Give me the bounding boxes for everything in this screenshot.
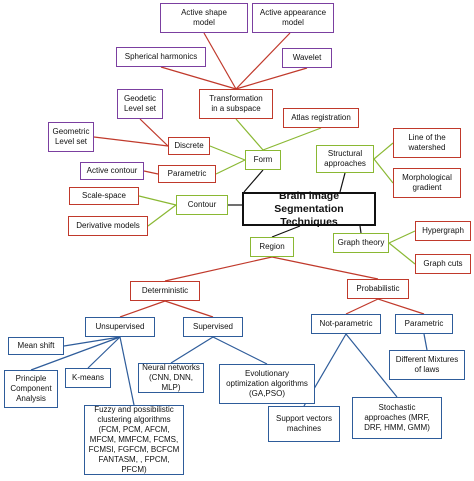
connector-line bbox=[63, 336, 121, 347]
connector-line bbox=[119, 336, 135, 406]
connector-line bbox=[235, 32, 291, 90]
node-graph-cuts: Graph cuts bbox=[415, 254, 471, 274]
node-brain-image-segmentation: Brain image Segmentation Techniques bbox=[242, 190, 376, 228]
connector-line bbox=[243, 169, 264, 193]
node-hypergraph: Hypergraph bbox=[415, 221, 471, 241]
node-active-shape-model: Active shape model bbox=[160, 3, 248, 33]
node-deterministic: Deterministic bbox=[130, 281, 200, 301]
node-region: Region bbox=[250, 237, 294, 257]
connector-line bbox=[139, 118, 169, 147]
node-different-mixtures-of-laws: Different Mixtures of laws bbox=[389, 350, 465, 380]
node-principal-component-analysis: Principle Component Analysis bbox=[4, 370, 58, 408]
node-k-means: K-means bbox=[65, 368, 111, 388]
node-active-appearance-model: Active appearance model bbox=[252, 3, 334, 33]
node-fuzzy-clustering: Fuzzy and possibilistic clustering algor… bbox=[84, 405, 184, 475]
node-morphological-gradient: Morphological gradient bbox=[393, 168, 461, 198]
connector-line bbox=[164, 300, 214, 318]
node-active-contour: Active contour bbox=[80, 162, 144, 180]
connector-line bbox=[373, 142, 394, 160]
node-structural-approaches: Structural approaches bbox=[316, 145, 374, 173]
node-atlas-registration: Atlas registration bbox=[283, 108, 359, 128]
connector-line bbox=[271, 225, 301, 238]
connector-line bbox=[87, 336, 121, 369]
node-line-of-watershed: Line of the watershed bbox=[393, 128, 461, 158]
node-support-vector-machines: Support vectors machines bbox=[268, 406, 340, 442]
node-stochastic-approaches: Stochastic approaches (MRF, DRF, HMM, GM… bbox=[352, 397, 442, 439]
node-discrete: Discrete bbox=[168, 137, 210, 155]
connector-line bbox=[377, 298, 425, 315]
connector-line bbox=[339, 172, 346, 193]
connector-line bbox=[271, 256, 379, 280]
connector-line bbox=[345, 333, 398, 398]
node-graph-theory: Graph theory bbox=[333, 233, 389, 253]
connector-line bbox=[345, 298, 379, 315]
connector-line bbox=[212, 336, 268, 365]
connector-line bbox=[262, 127, 322, 151]
connector-line bbox=[147, 204, 177, 227]
node-geodetic-level-set: Geodetic Level set bbox=[117, 89, 163, 119]
node-geometric-level-set: Geometric Level set bbox=[48, 122, 94, 152]
node-neural-networks: Neural networks (CNN, DNN, MLP) bbox=[138, 363, 204, 393]
node-transformation-subspace: Transformation in a subspace bbox=[199, 89, 273, 119]
connector-line bbox=[423, 333, 428, 351]
connector-line bbox=[170, 336, 214, 364]
node-spherical-harmonics: Spherical harmonics bbox=[116, 47, 206, 67]
connector-line bbox=[93, 136, 169, 147]
connector-line bbox=[235, 118, 264, 151]
connector-line bbox=[388, 230, 416, 244]
connector-line bbox=[209, 145, 246, 161]
connector-line bbox=[119, 300, 166, 318]
connector-line bbox=[164, 256, 273, 282]
node-mean-shift: Mean shift bbox=[8, 337, 64, 355]
connector-line bbox=[388, 242, 416, 265]
node-evolutionary-algorithms: Evolutionary optimization algorithms (GA… bbox=[219, 364, 315, 404]
connector-line bbox=[373, 158, 394, 184]
connector-line bbox=[215, 159, 246, 175]
connector-line bbox=[235, 67, 308, 90]
node-supervised: Supervised bbox=[183, 317, 243, 337]
connector-line bbox=[203, 32, 237, 90]
node-form: Form bbox=[245, 150, 281, 170]
node-derivative-models: Derivative models bbox=[68, 216, 148, 236]
node-unsupervised: Unsupervised bbox=[85, 317, 155, 337]
node-contour: Contour bbox=[176, 195, 228, 215]
connector-line bbox=[143, 170, 159, 175]
node-parametric-probabilistic: Parametric bbox=[395, 314, 453, 334]
node-parametric-form: Parametric bbox=[158, 165, 216, 183]
node-probabilistic: Probabilistic bbox=[347, 279, 409, 299]
node-not-parametric: Not-parametric bbox=[311, 314, 381, 334]
connector-line bbox=[359, 225, 362, 234]
node-wavelet: Wavelet bbox=[282, 48, 332, 68]
connector-line bbox=[30, 336, 121, 371]
connector-line bbox=[138, 195, 177, 206]
node-scale-space: Scale-space bbox=[69, 187, 139, 205]
connector-line bbox=[160, 66, 237, 90]
